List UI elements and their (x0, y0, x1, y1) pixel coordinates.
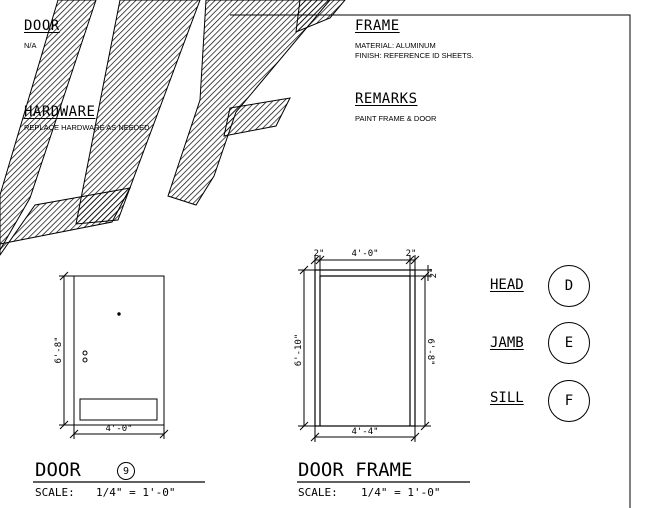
frame-overall-width-dim: 4'-4" (351, 427, 378, 437)
door-note: N/A (24, 41, 37, 50)
frame-top-left-dim: 2" (314, 249, 325, 259)
door-outline (73, 275, 165, 426)
remarks-note: PAINT FRAME & DOOR (355, 114, 437, 123)
door-kickplate (79, 398, 158, 421)
detail-jamb-label: JAMB (490, 335, 524, 351)
frame-top-right-dim: 2" (406, 249, 417, 259)
detail-head-label: HEAD (490, 277, 524, 293)
frame-material: MATERIAL: ALUMINUM (355, 41, 436, 50)
frame-finish: FINISH: REFERENCE ID SHEETS. (355, 51, 474, 60)
door-number-bubble: 9 (117, 462, 135, 480)
door-height-dim: 6'-8" (54, 336, 64, 363)
detail-sill-label: SILL (490, 390, 524, 406)
frame-header: FRAME (355, 18, 400, 34)
door-viewer (117, 312, 121, 316)
remarks-header: REMARKS (355, 91, 418, 107)
frame-top-width-dim: 4'-0" (351, 249, 378, 259)
frame-inner (319, 275, 411, 426)
detail-head-bubble: D (548, 265, 590, 307)
door-elevation-title: DOOR (35, 459, 81, 481)
frame-overall-height-dim: 6'-10" (294, 334, 304, 367)
door-scale-value: 1/4" = 1'-0" (96, 486, 176, 499)
hardware-note: REPLACE HARDWARE AS NEEDED (24, 123, 150, 132)
frame-inner-height-dim: 6'-8" (425, 338, 435, 365)
frame-scale-value: 1/4" = 1'-0" (361, 486, 441, 499)
frame-side-dim: 2" (429, 268, 439, 279)
frame-outer (314, 269, 416, 427)
door-lock (82, 357, 88, 363)
door-width-dim: 4'-0" (105, 424, 132, 434)
door-scale-label: SCALE: (35, 486, 75, 499)
frame-elevation-title: DOOR FRAME (298, 459, 413, 481)
frame-scale-label: SCALE: (298, 486, 338, 499)
door-knob (82, 350, 88, 356)
detail-jamb-bubble: E (548, 322, 590, 364)
detail-sill-bubble: F (548, 380, 590, 422)
